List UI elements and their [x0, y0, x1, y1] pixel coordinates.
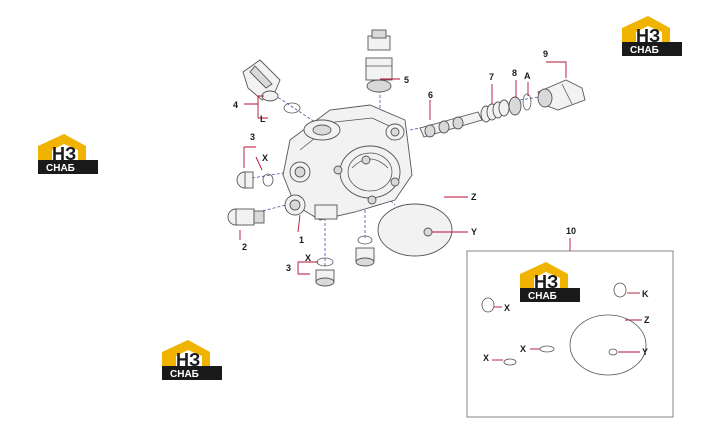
- kit-title: 10: [566, 226, 576, 236]
- part-7-spring: [480, 99, 510, 123]
- callout-A: A: [524, 71, 531, 81]
- valve-body: [282, 104, 413, 221]
- callout-8: 8: [512, 68, 517, 78]
- callout-X-left: X: [262, 153, 268, 163]
- kit-label-K: K: [642, 289, 649, 299]
- kit-oring-x1: [481, 297, 495, 313]
- part-9-fitting: [537, 79, 586, 111]
- callout-9: 9: [543, 49, 548, 59]
- kit-diaphragm: [569, 314, 647, 376]
- callout-L: L: [260, 114, 266, 124]
- part-5-plug: [365, 29, 393, 93]
- brand-logo-left: НЗ СНАБ: [36, 132, 106, 178]
- callout-X-bottom: X: [305, 253, 311, 263]
- kit-label-X3: X: [483, 353, 489, 363]
- kit-diaphragm-hole: [608, 348, 618, 356]
- part-4-fitting: [242, 59, 301, 114]
- svg-text:СНАБ: СНАБ: [170, 369, 199, 380]
- part-3-plug-left: [236, 171, 274, 189]
- callout-labels: 4 L 5 6 7 8 A 9 3 X 2 1 3 X Z Y: [233, 49, 548, 273]
- svg-text:НЗ: НЗ: [176, 350, 200, 370]
- svg-text:НЗ: НЗ: [52, 144, 76, 164]
- svg-text:НЗ: НЗ: [636, 26, 660, 46]
- callout-1: 1: [299, 235, 304, 245]
- part-8-seal: [508, 93, 532, 116]
- svg-text:СНАБ: СНАБ: [46, 163, 75, 174]
- kit-label-X1: X: [504, 303, 510, 313]
- kit-10-box: 10 НЗ СНАБ X K X X Z Y: [466, 226, 674, 418]
- part-2-plug: [227, 208, 265, 226]
- leader-lines: [239, 61, 567, 275]
- kit-logo: НЗ СНАБ: [518, 260, 588, 306]
- kit-label-X2: X: [520, 344, 526, 354]
- brand-logo-bottom-left: НЗ СНАБ: [160, 338, 230, 384]
- callout-2: 2: [242, 242, 247, 252]
- callout-7: 7: [489, 72, 494, 82]
- part-z-cover: [377, 203, 453, 257]
- callout-6: 6: [428, 90, 433, 100]
- kit-oring-x3: [503, 358, 517, 366]
- kit-frame: [466, 250, 674, 418]
- callout-Z: Z: [471, 192, 477, 202]
- svg-text:НЗ: НЗ: [534, 272, 558, 292]
- kit-oring-x2: [539, 345, 555, 353]
- part-3-plug-bottom: [315, 257, 335, 287]
- callout-Y: Y: [471, 227, 477, 237]
- callout-3-left: 3: [250, 132, 255, 142]
- kit-label-Z: Z: [644, 315, 650, 325]
- part-6-spool: [419, 111, 483, 138]
- brand-logo-top-right: НЗ СНАБ: [620, 14, 690, 60]
- callout-4: 4: [233, 100, 238, 110]
- callout-5: 5: [404, 75, 409, 85]
- svg-text:СНАБ: СНАБ: [528, 291, 557, 302]
- callout-3-bottom: 3: [286, 263, 291, 273]
- svg-text:СНАБ: СНАБ: [630, 45, 659, 56]
- kit-label-Y: Y: [642, 347, 648, 357]
- part-under-body: [355, 235, 375, 267]
- kit-oring-k: [613, 282, 627, 298]
